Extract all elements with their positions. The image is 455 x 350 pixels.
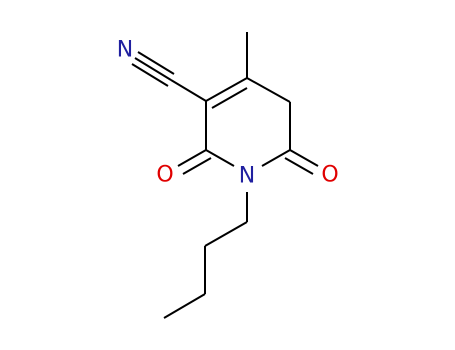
bond-c6-n1 <box>261 149 291 167</box>
bond-c2-o-left <box>177 149 207 167</box>
nitrile-triple-bond <box>131 51 175 87</box>
nitrile-bond-3 <box>137 51 175 75</box>
bond-c2-o-left-double <box>182 157 212 175</box>
bond-butyl-c3-c4 <box>163 293 206 319</box>
bond-butyl-c1-c2 <box>204 221 248 247</box>
bond-c6-o-right-double <box>284 157 314 175</box>
right-carbonyl-oxygen-label: O <box>321 163 338 188</box>
bond-n1-c2 <box>205 149 235 167</box>
nitrile-nitrogen-label: N <box>117 38 133 63</box>
bond-c3-c4-double <box>211 87 248 109</box>
nitrile-bond-1 <box>134 57 172 81</box>
bond-c4-c5 <box>246 77 291 103</box>
nitrile-bond-2 <box>131 63 169 87</box>
bond-c6-o-right <box>289 149 319 167</box>
ring-nitrogen-label: N <box>239 164 255 189</box>
bond-c3-c4 <box>205 77 248 102</box>
bond-c3-nitrile-carbon <box>170 79 207 102</box>
left-carbonyl-oxygen-label: O <box>156 163 173 188</box>
